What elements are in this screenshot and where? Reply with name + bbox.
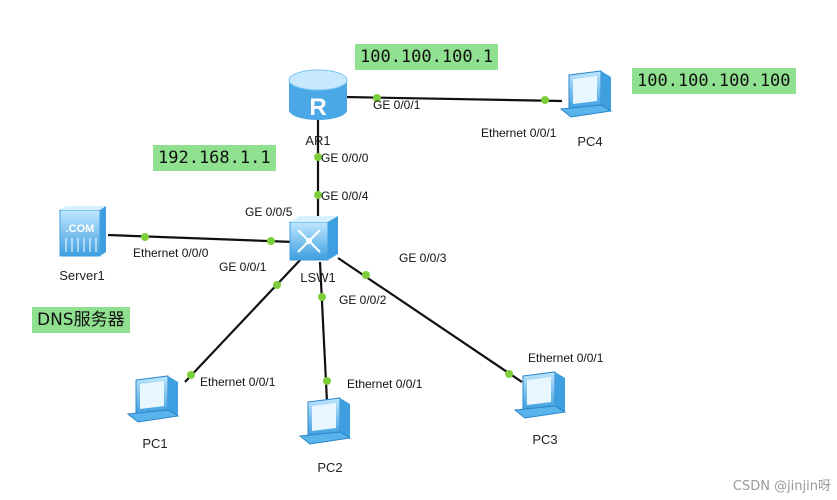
note-pc4-ip: 100.100.100.100 xyxy=(632,68,796,94)
port-dot xyxy=(314,153,322,161)
port-dot xyxy=(323,377,331,385)
pc-icon[interactable] xyxy=(514,371,566,419)
port-dot xyxy=(362,271,370,279)
port-dots xyxy=(141,94,549,385)
port-label: GE 0/0/4 xyxy=(321,189,369,203)
port-label: GE 0/0/1 xyxy=(373,98,421,112)
switch-icon[interactable] xyxy=(289,216,338,261)
links xyxy=(107,95,563,403)
note-ar1-private-ip: 192.168.1.1 xyxy=(153,145,276,171)
pc-icon[interactable] xyxy=(299,397,351,445)
device-label-pc2: PC2 xyxy=(317,460,342,475)
note-ar1-public-ip: 100.100.100.1 xyxy=(355,44,499,70)
port-dot xyxy=(141,233,149,241)
port-label: Ethernet 0/0/1 xyxy=(347,377,423,391)
port-dot xyxy=(505,370,513,378)
port-dot xyxy=(314,191,322,199)
device-label-ar1: AR1 xyxy=(305,133,330,148)
port-dot xyxy=(373,94,381,102)
port-label: GE 0/0/3 xyxy=(399,251,447,265)
device-label-server1: Server1 xyxy=(59,268,105,283)
link-lsw1-pc1 xyxy=(184,257,303,383)
port-dot xyxy=(187,371,195,379)
link-lsw1-pc3 xyxy=(337,257,523,383)
port-label: GE 0/0/5 xyxy=(245,205,293,219)
pc-icon[interactable] xyxy=(127,375,179,423)
pc-icon[interactable] xyxy=(560,70,612,118)
port-label: Ethernet 0/0/1 xyxy=(200,375,276,389)
port-dot xyxy=(318,293,326,301)
port-label: Ethernet 0/0/0 xyxy=(133,246,209,260)
port-dot xyxy=(267,237,275,245)
link-ar1-pc4 xyxy=(344,95,563,103)
note-dns-server: DNS服务器 xyxy=(32,307,130,333)
port-label: GE 0/0/1 xyxy=(219,260,267,274)
router-icon[interactable]: R xyxy=(288,69,348,121)
router-badge: R xyxy=(309,94,326,121)
port-dot xyxy=(541,96,549,104)
port-dot xyxy=(273,281,281,289)
watermark: CSDN @jinjin呀 xyxy=(732,479,831,494)
server-icon[interactable]: .COM xyxy=(59,206,106,257)
device-label-lsw1: LSW1 xyxy=(300,270,335,285)
device-label-pc4: PC4 xyxy=(577,134,602,149)
device-label-pc3: PC3 xyxy=(532,432,557,447)
port-label: GE 0/0/2 xyxy=(339,293,387,307)
port-label: Ethernet 0/0/1 xyxy=(481,126,557,140)
port-label: GE 0/0/0 xyxy=(321,151,369,165)
port-label: Ethernet 0/0/1 xyxy=(528,351,604,365)
device-label-pc1: PC1 xyxy=(142,436,167,451)
server-badge: .COM xyxy=(66,223,95,235)
link-server-lsw1 xyxy=(107,233,295,244)
